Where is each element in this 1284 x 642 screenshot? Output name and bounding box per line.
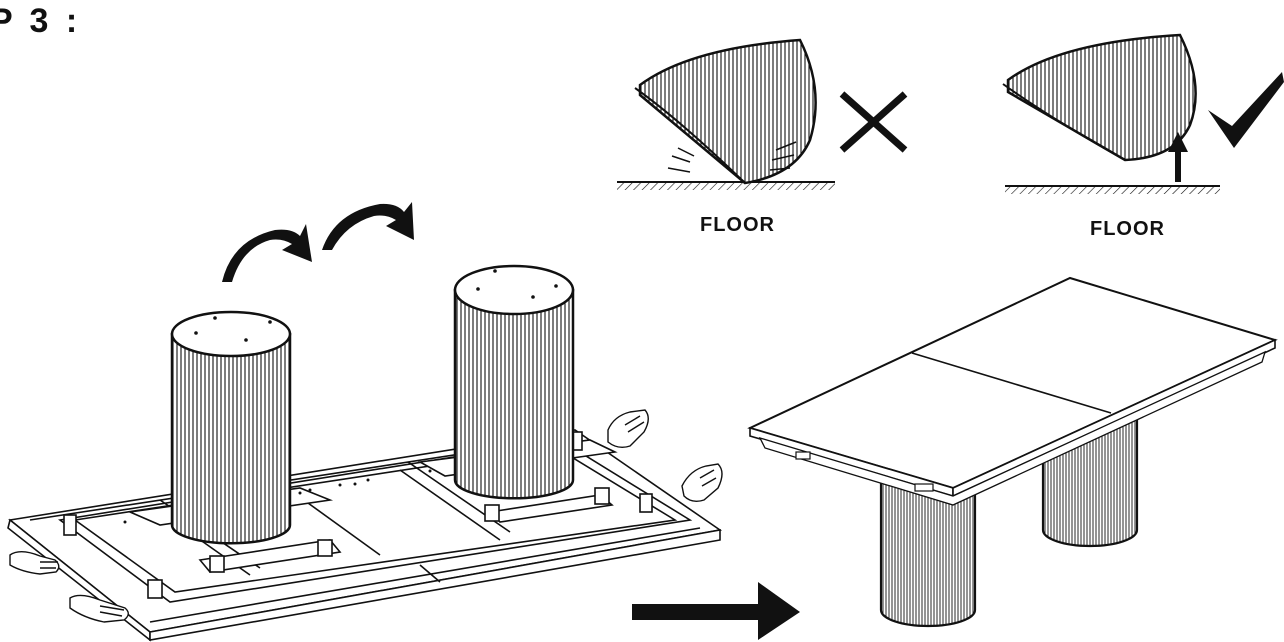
check-icon [1208, 72, 1284, 148]
hand-icon [9, 409, 723, 623]
apron-bracket [914, 483, 934, 492]
tabletop-seam [911, 352, 1112, 414]
cross-icon [839, 91, 908, 153]
floor-hatch [617, 182, 835, 190]
table-leg-shell-wrong [634, 38, 817, 185]
cylinder-leg-left [170, 310, 292, 545]
table-leg-shell-correct [1002, 33, 1197, 162]
wrong-panel [617, 38, 908, 190]
apron-bracket [795, 451, 811, 460]
floor-hatch [1005, 186, 1220, 194]
assembled-table [747, 276, 1278, 628]
curved-arrow-icon [222, 202, 414, 282]
up-arrow-icon [1168, 132, 1188, 182]
impact-lines [667, 141, 797, 173]
floor-label-wrong: FLOOR [700, 214, 775, 236]
floor-label-correct: FLOOR [1090, 218, 1165, 240]
right-arrow-icon [632, 582, 800, 640]
correct-panel [1002, 33, 1284, 194]
step-title: P 3 : [0, 2, 82, 40]
cylinder-leg-right [453, 264, 575, 500]
